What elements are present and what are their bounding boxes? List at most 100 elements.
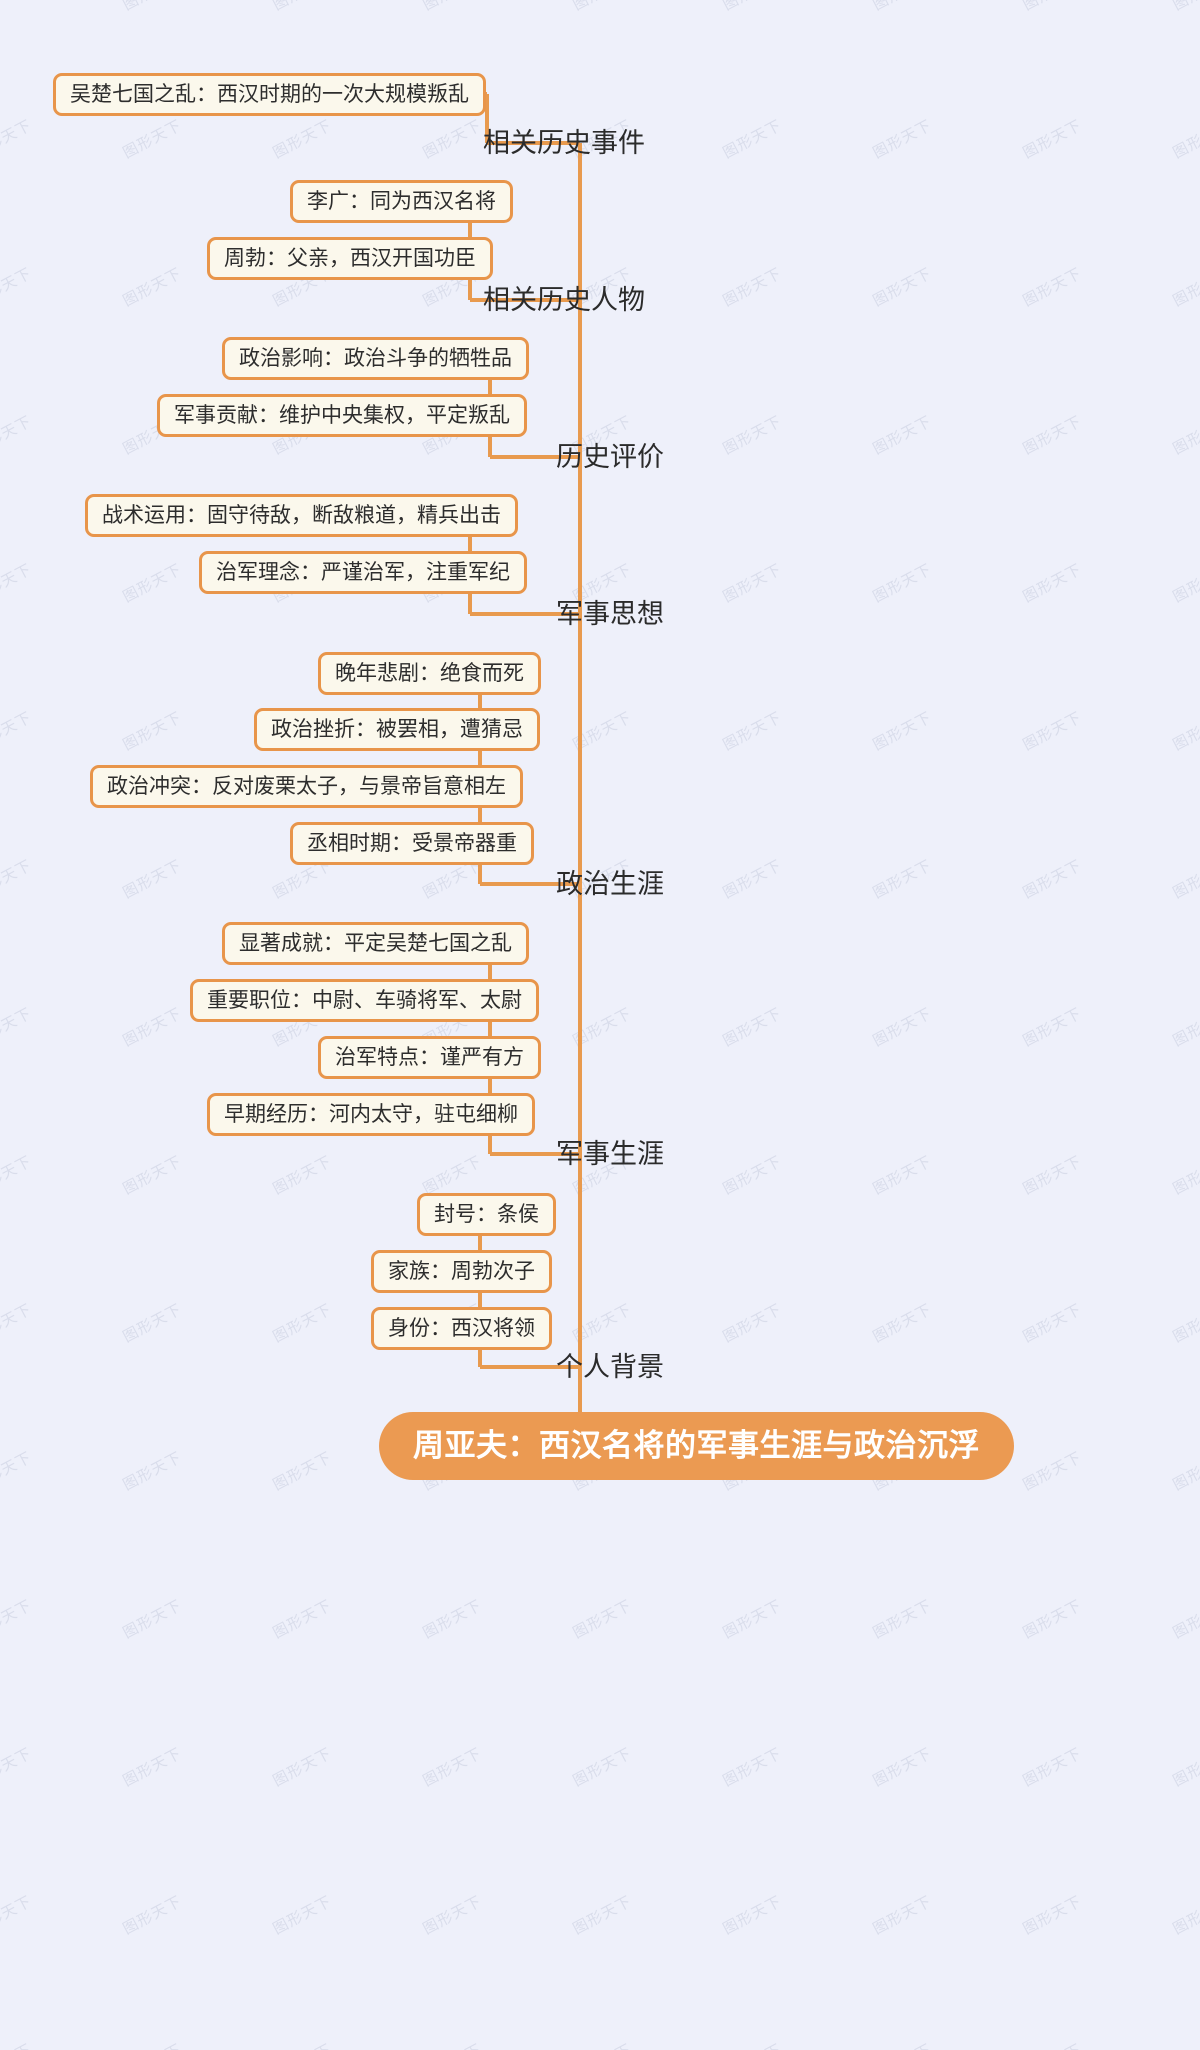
leaf-node[interactable]: 治军理念：严谨治军，注重军纪 (199, 551, 527, 594)
watermark-text: 图形天下 (0, 0, 35, 15)
watermark-text: 图形天下 (1019, 115, 1085, 162)
watermark-text: 图形天下 (1169, 1891, 1200, 1938)
watermark-text: 图形天下 (419, 2038, 485, 2050)
connector (488, 943, 492, 1114)
leaf-node[interactable]: 显著成就：平定吴楚七国之乱 (222, 922, 529, 965)
watermark-text: 图形天下 (419, 1891, 485, 1938)
connector (485, 94, 489, 143)
watermark-text: 图形天下 (869, 411, 935, 458)
connector (548, 455, 580, 459)
leaf-node[interactable]: 丞相时期：受景帝器重 (290, 822, 534, 865)
branch-label-relevant-events[interactable]: 相关历史事件 (483, 127, 645, 159)
watermark-text: 图形天下 (0, 855, 35, 902)
watermark-text: 图形天下 (1169, 559, 1200, 606)
connector (578, 143, 582, 1378)
watermark-text: 图形天下 (719, 1003, 785, 1050)
connector (487, 141, 548, 145)
watermark-text: 图形天下 (269, 115, 335, 162)
watermark-text: 图形天下 (119, 855, 185, 902)
watermark-text: 图形天下 (719, 1299, 785, 1346)
watermark-text: 图形天下 (0, 1891, 35, 1938)
watermark-text: 图形天下 (269, 1595, 335, 1642)
watermark-text: 图形天下 (719, 411, 785, 458)
watermark-text: 图形天下 (119, 1003, 185, 1050)
leaf-node[interactable]: 治军特点：谨严有方 (318, 1036, 541, 1079)
leaf-node[interactable]: 重要职位：中尉、车骑将军、太尉 (190, 979, 539, 1022)
root-node[interactable]: 周亚夫：西汉名将的军事生涯与政治沉浮 (379, 1412, 1014, 1480)
leaf-node[interactable]: 家族：周勃次子 (371, 1250, 552, 1293)
watermark-text: 图形天下 (719, 0, 785, 15)
watermark-text: 图形天下 (0, 559, 35, 606)
watermark-text: 图形天下 (719, 115, 785, 162)
watermark-text: 图形天下 (719, 1595, 785, 1642)
watermark-text: 图形天下 (269, 1151, 335, 1198)
watermark-text: 图形天下 (1019, 855, 1085, 902)
watermark-text: 图形天下 (869, 1299, 935, 1346)
watermark-text: 图形天下 (119, 115, 185, 162)
watermark-text: 图形天下 (869, 1003, 935, 1050)
watermark-text: 图形天下 (569, 2038, 635, 2050)
watermark-text: 图形天下 (0, 263, 35, 310)
branch-label-historical-evaluation[interactable]: 历史评价 (556, 441, 664, 473)
leaf-node[interactable]: 战术运用：固守待敌，断敌粮道，精兵出击 (85, 494, 518, 537)
watermark-text: 图形天下 (269, 1299, 335, 1346)
watermark-text: 图形天下 (869, 2038, 935, 2050)
branch-label-military-thought[interactable]: 军事思想 (556, 598, 664, 630)
leaf-node[interactable]: 封号：条侯 (417, 1193, 556, 1236)
watermark-text: 图形天下 (719, 707, 785, 754)
leaf-node[interactable]: 周勃：父亲，西汉开国功臣 (207, 237, 493, 280)
leaf-node[interactable]: 晚年悲剧：绝食而死 (318, 652, 541, 695)
watermark-text: 图形天下 (0, 1299, 35, 1346)
watermark-text: 图形天下 (119, 1891, 185, 1938)
branch-label-military-career[interactable]: 军事生涯 (556, 1138, 664, 1170)
watermark-text: 图形天下 (269, 2038, 335, 2050)
branch-label-political-career[interactable]: 政治生涯 (556, 868, 664, 900)
leaf-node[interactable]: 吴楚七国之乱：西汉时期的一次大规模叛乱 (53, 73, 486, 116)
watermark-text: 图形天下 (269, 0, 335, 15)
watermark-text: 图形天下 (0, 1743, 35, 1790)
watermark-text: 图形天下 (719, 263, 785, 310)
watermark-text: 图形天下 (569, 1743, 635, 1790)
watermark-text: 图形天下 (119, 1743, 185, 1790)
watermark-text: 图形天下 (0, 1003, 35, 1050)
leaf-node[interactable]: 军事贡献：维护中央集权，平定叛乱 (157, 394, 527, 437)
connector (548, 141, 580, 145)
leaf-node[interactable]: 李广：同为西汉名将 (290, 180, 513, 223)
watermark-text: 图形天下 (1169, 411, 1200, 458)
watermark-text: 图形天下 (869, 1743, 935, 1790)
branch-label-personal-background[interactable]: 个人背景 (556, 1351, 664, 1383)
watermark-text: 图形天下 (1019, 559, 1085, 606)
watermark-text: 图形天下 (1019, 1151, 1085, 1198)
watermark-text: 图形天下 (419, 115, 485, 162)
watermark-text: 图形天下 (719, 1743, 785, 1790)
watermark-text: 图形天下 (1169, 2038, 1200, 2050)
leaf-node[interactable]: 政治影响：政治斗争的牺牲品 (222, 337, 529, 380)
watermark-text: 图形天下 (0, 1447, 35, 1494)
leaf-node[interactable]: 政治冲突：反对废栗太子，与景帝旨意相左 (90, 765, 523, 808)
watermark-text: 图形天下 (1019, 1595, 1085, 1642)
watermark-text: 图形天下 (1169, 1447, 1200, 1494)
connector (470, 612, 548, 616)
connector (488, 358, 492, 415)
watermark-text: 图形天下 (1169, 1299, 1200, 1346)
watermark-text: 图形天下 (119, 1151, 185, 1198)
watermark-text: 图形天下 (1169, 263, 1200, 310)
branch-label-relevant-people[interactable]: 相关历史人物 (483, 284, 645, 316)
watermark-text: 图形天下 (869, 0, 935, 15)
watermark-text: 图形天下 (119, 707, 185, 754)
watermark-text: 图形天下 (1019, 1743, 1085, 1790)
leaf-node[interactable]: 身份：西汉将领 (371, 1307, 552, 1350)
watermark-text: 图形天下 (1169, 1003, 1200, 1050)
watermark-text: 图形天下 (119, 1595, 185, 1642)
watermark-text: 图形天下 (1019, 1299, 1085, 1346)
watermark-text: 图形天下 (419, 1743, 485, 1790)
watermark-text: 图形天下 (869, 1891, 935, 1938)
watermark-text: 图形天下 (419, 1595, 485, 1642)
connector (480, 1365, 548, 1369)
leaf-node[interactable]: 早期经历：河内太守，驻屯细柳 (207, 1093, 535, 1136)
leaf-node[interactable]: 政治挫折：被罢相，遭猜忌 (254, 708, 540, 751)
watermark-text: 图形天下 (0, 115, 35, 162)
connector (470, 298, 548, 302)
watermark-text: 图形天下 (1169, 855, 1200, 902)
watermark-text: 图形天下 (119, 2038, 185, 2050)
